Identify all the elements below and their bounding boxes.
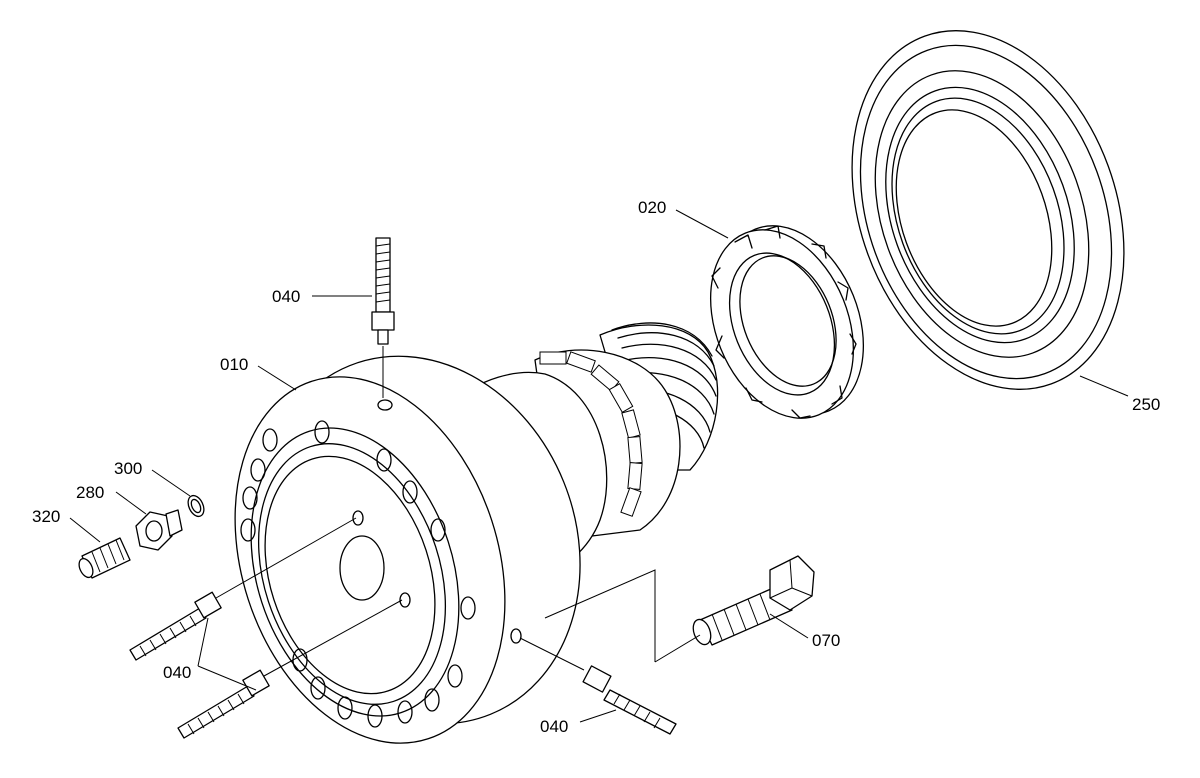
label-320: 320 xyxy=(32,507,60,526)
label-280: 280 xyxy=(76,483,104,502)
pin-040-bottom xyxy=(519,637,677,735)
pin-040-top xyxy=(371,237,395,398)
slotted-nut-020 xyxy=(709,225,865,419)
label-010: 010 xyxy=(220,355,248,374)
hub-body-010 xyxy=(234,322,719,744)
label-040-bottom: 040 xyxy=(540,717,568,736)
label-070: 070 xyxy=(812,631,840,650)
label-020: 020 xyxy=(638,198,666,217)
plug-320 xyxy=(78,537,131,579)
seal-ring-250 xyxy=(851,30,1125,390)
oring-300 xyxy=(187,494,205,518)
label-300: 300 xyxy=(114,459,142,478)
label-250: 250 xyxy=(1132,395,1160,414)
leader-lines xyxy=(69,209,1129,723)
fitting-280 xyxy=(135,509,183,551)
hex-bolt-070 xyxy=(544,555,815,663)
pin-040-left-upper xyxy=(129,517,357,661)
pin-040-left-lower xyxy=(177,599,403,739)
label-040-left: 040 xyxy=(163,663,191,682)
label-040-top: 040 xyxy=(272,287,300,306)
